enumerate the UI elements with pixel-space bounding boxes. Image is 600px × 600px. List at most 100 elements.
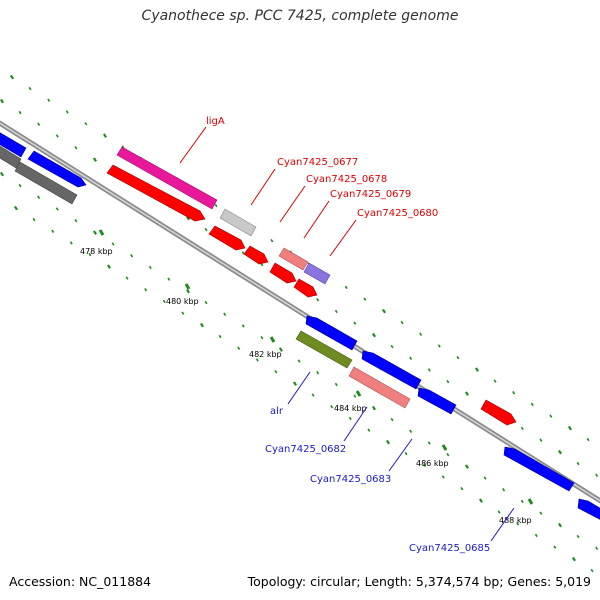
tick-dot (88, 252, 92, 257)
tick-dot (93, 157, 97, 162)
tick-dot (218, 334, 222, 339)
gene-blue-left-2[interactable] (27, 150, 87, 188)
tick-dot (204, 227, 208, 232)
tick-dot (204, 300, 208, 305)
tick-dot (65, 110, 69, 114)
tick-dot (102, 133, 107, 138)
tick-dot (0, 98, 4, 104)
label-Cyan7425-0682[interactable]: Cyan7425_0682 (265, 444, 346, 455)
tick-dot (553, 545, 557, 549)
gene-red-right[interactable] (480, 399, 517, 426)
tick-dot (590, 568, 594, 573)
tick-dot (558, 449, 562, 455)
label-Cyan7425-0680[interactable]: Cyan7425_0680 (357, 208, 438, 219)
gene-red-long[interactable] (106, 164, 206, 222)
tick-dot (260, 335, 264, 340)
gene-blue-mid-2[interactable] (361, 350, 422, 390)
reverse-leaders (287, 371, 515, 542)
gene-red-2[interactable] (208, 225, 246, 251)
label-Cyan7425-0679[interactable]: Cyan7425_0679 (330, 189, 411, 200)
tick-dot (223, 312, 227, 316)
reverse-genes[interactable] (295, 315, 600, 522)
tick-dot (400, 320, 404, 325)
gene-Cyan7425-0680[interactable] (303, 262, 331, 285)
tick-dot (572, 556, 576, 562)
label-Cyan7425-0685[interactable]: Cyan7425_0685 (409, 543, 490, 554)
tick-dot (330, 405, 334, 409)
tick-dot (37, 122, 41, 126)
tick-dot (534, 533, 538, 538)
tick-dot (55, 207, 59, 211)
tick-dot (539, 511, 543, 515)
tick-dot (270, 238, 274, 243)
tick-dot (0, 171, 4, 177)
tick-dot (512, 391, 516, 395)
genome-title: Cyanothece sp. PCC 7425, complete genome (141, 8, 459, 24)
label-Cyan7425-0678[interactable]: Cyan7425_0678 (306, 174, 387, 185)
accession-text: Accession: NC_011884 (9, 574, 152, 589)
tick-dot (311, 393, 315, 397)
gene-alr[interactable] (295, 330, 353, 369)
gene-Cyan7425-0677[interactable] (219, 208, 257, 237)
tick-dot (530, 402, 534, 407)
forward-gene-labels: ligA Cyan7425_0677 Cyan7425_0678 Cyan742… (206, 116, 438, 219)
gene-Cyan7425-0682[interactable] (348, 366, 411, 409)
tick-dot (316, 371, 320, 375)
tick-dot (353, 321, 357, 325)
tick-dot (37, 195, 41, 199)
tick-dot (199, 322, 204, 328)
gene-blue-right-edge[interactable] (577, 498, 600, 522)
tick-dot (348, 416, 352, 421)
tick-dot (367, 428, 371, 432)
label-Cyan7425-0677[interactable]: Cyan7425_0677 (277, 157, 358, 168)
tick-dot (576, 461, 580, 466)
scale-ticks (98, 229, 534, 505)
tick-dot (93, 230, 97, 235)
tick-dot (441, 475, 445, 479)
tick-dot (446, 379, 450, 384)
gene-blue-mid-3[interactable] (417, 387, 457, 415)
tick-dot (107, 264, 111, 269)
tick-dot (385, 439, 390, 445)
tick-dot (55, 134, 59, 138)
tick-dot (344, 285, 348, 290)
tick-dot (539, 438, 543, 442)
tick-dot (237, 346, 241, 350)
gene-ligA[interactable] (116, 146, 218, 210)
tick-dot (316, 298, 320, 302)
tick-dot (437, 344, 441, 348)
gene-blue-left-upper[interactable] (0, 131, 27, 158)
tick-dot (586, 437, 590, 442)
gene-red-3[interactable] (243, 245, 269, 265)
tick-dot (427, 368, 431, 372)
label-ligA[interactable]: ligA (206, 116, 225, 127)
tick-dot (186, 288, 190, 294)
gene-gray-left[interactable] (0, 143, 22, 169)
tick-dot (148, 265, 152, 270)
tick-dot (125, 276, 129, 280)
scale-labels: 478 kbp 480 kbp 482 kbp 484 kbp 486 kbp … (80, 247, 532, 525)
scale-label-482: 482 kbp (249, 350, 282, 359)
gene-gray-left-2[interactable] (14, 161, 78, 205)
tick-dot (460, 486, 464, 491)
tick-dot (47, 98, 51, 102)
tick-dot (167, 277, 171, 281)
tick-dot (390, 417, 394, 422)
label-Cyan7425-0683[interactable]: Cyan7425_0683 (310, 474, 391, 485)
tick-dot (130, 254, 134, 258)
label-alr[interactable]: alr (270, 406, 284, 417)
tick-dot (162, 299, 166, 304)
gene-blue-mid-1[interactable] (305, 315, 358, 351)
gene-Cyan7425-0685[interactable] (503, 446, 575, 492)
tick-dot (465, 391, 469, 396)
gene-red-5[interactable] (293, 278, 318, 298)
gene-red-4[interactable] (269, 262, 297, 284)
tick-dot (334, 382, 338, 387)
tick-dot (427, 441, 431, 445)
tick-dot (520, 499, 524, 504)
forward-leaders (179, 126, 357, 257)
tick-dot (404, 451, 408, 456)
gene-Cyan7425-0679[interactable] (278, 247, 309, 271)
tick-dot (474, 367, 479, 372)
tick-dot (502, 488, 506, 492)
